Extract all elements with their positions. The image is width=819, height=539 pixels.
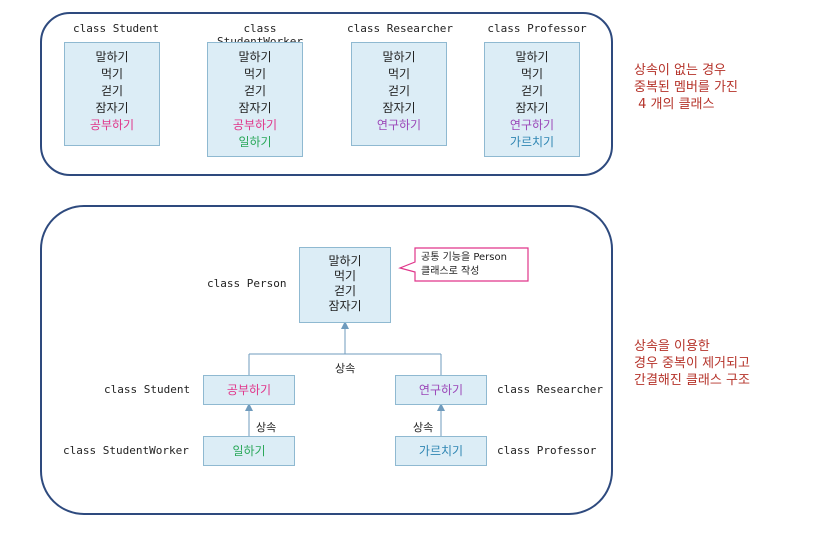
member: 말하기 [328, 254, 362, 268]
member: 먹기 [100, 67, 124, 81]
top-note: 상속이 없는 경우 중복된 멤버를 가진 4 개의 클래스 [634, 63, 738, 112]
member: 먹기 [387, 67, 411, 81]
member: 연구하기 [418, 383, 464, 397]
member: 걷기 [100, 84, 124, 98]
callout-bubble [398, 247, 529, 282]
top-studentworker-box: 말하기 먹기 걷기 잠자기 공부하기 일하기 [207, 42, 303, 157]
inherit-label-researcher: 상속 [413, 421, 434, 434]
member: 걷기 [520, 84, 544, 98]
member: 잠자기 [382, 101, 416, 115]
member-extra: 공부하기 [89, 118, 135, 132]
top-student-box: 말하기 먹기 걷기 잠자기 공부하기 [64, 42, 160, 146]
member: 공부하기 [226, 383, 272, 397]
member-extra: 가르치기 [509, 135, 555, 149]
member: 말하기 [515, 50, 549, 64]
researcher-box: 연구하기 [395, 375, 487, 405]
professor-class-label: class Professor [497, 444, 597, 457]
member: 말하기 [238, 50, 272, 64]
top-class-researcher-title: class Researcher [347, 22, 453, 35]
callout-text: 공통 기능을 Person 클래스로 작성 [421, 252, 507, 277]
member: 가르치기 [418, 444, 464, 458]
top-class-professor-title: class Professor [487, 22, 587, 35]
member-extra: 연구하기 [509, 118, 555, 132]
studentworker-class-label: class StudentWorker [63, 444, 189, 457]
researcher-class-label: class Researcher [497, 383, 603, 396]
member: 걷기 [387, 84, 411, 98]
professor-box: 가르치기 [395, 436, 487, 466]
inherit-label-student: 상속 [256, 421, 277, 434]
student-class-label: class Student [104, 383, 191, 396]
member: 잠자기 [328, 299, 362, 313]
member: 잠자기 [95, 101, 129, 115]
member-extra: 연구하기 [376, 118, 422, 132]
member: 걷기 [333, 284, 357, 298]
member: 먹기 [243, 67, 267, 81]
bottom-note: 상속을 이용한 경우 중복이 제거되고 간결해진 클래스 구조 [634, 339, 750, 388]
member: 잠자기 [238, 101, 272, 115]
member: 잠자기 [515, 101, 549, 115]
top-researcher-box: 말하기 먹기 걷기 잠자기 연구하기 [351, 42, 447, 146]
member-extra: 공부하기 [232, 118, 278, 132]
student-box: 공부하기 [203, 375, 295, 405]
top-professor-box: 말하기 먹기 걷기 잠자기 연구하기 가르치기 [484, 42, 580, 157]
member: 걷기 [243, 84, 267, 98]
member: 일하기 [232, 444, 266, 458]
member: 말하기 [382, 50, 416, 64]
top-class-student-title: class Student [72, 22, 160, 35]
member: 먹기 [333, 269, 357, 283]
member-extra: 일하기 [238, 135, 272, 149]
person-class-label: class Person [207, 277, 287, 290]
person-box: 말하기 먹기 걷기 잠자기 [299, 247, 391, 323]
studentworker-box: 일하기 [203, 436, 295, 466]
member: 먹기 [520, 67, 544, 81]
member: 말하기 [95, 50, 129, 64]
inherit-label-top: 상속 [335, 362, 356, 375]
